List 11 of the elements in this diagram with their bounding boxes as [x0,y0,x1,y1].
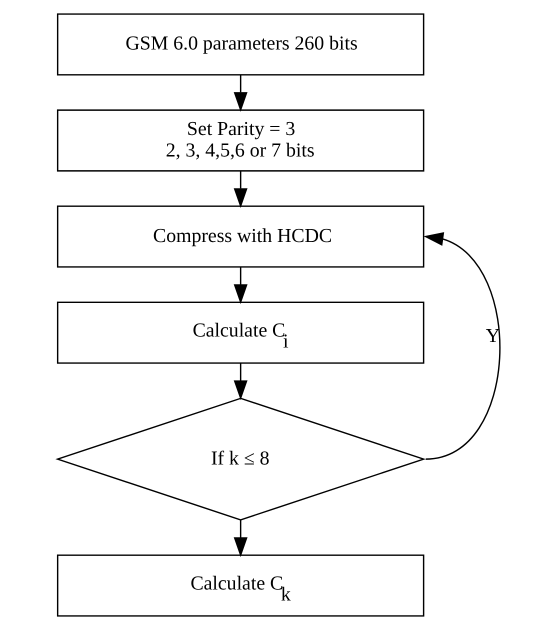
node-box: GSM 6.0 parameters 260 bits [56,13,424,76]
arrow [233,266,248,304]
node-diamond: If k ≤ 8 [54,398,426,521]
arrow [233,520,248,558]
node-box: Compress with HCDC [56,206,424,268]
arrow [423,232,500,460]
arrow [233,170,248,208]
arrow [233,74,248,112]
node-box: Set Parity = 3 2, 3, 4,5,6 or 7 bits [56,109,424,172]
arrow [233,363,248,400]
edge-label: Y [485,325,500,348]
